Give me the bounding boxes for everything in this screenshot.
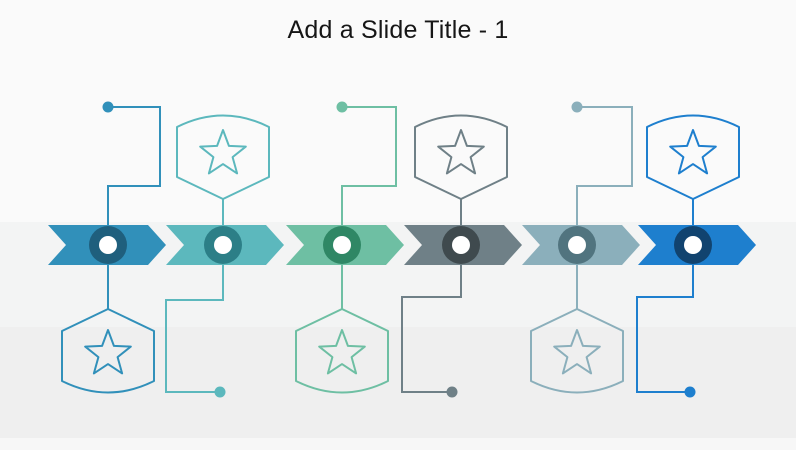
badge-step-2[interactable] bbox=[176, 114, 270, 200]
badge-shield-2 bbox=[176, 114, 270, 200]
badge-step-5[interactable] bbox=[530, 308, 624, 394]
badge-shield-5 bbox=[530, 308, 624, 394]
timeline-endpoint-dot-5 bbox=[571, 101, 583, 113]
connector-elbow-1 bbox=[107, 106, 161, 245]
connector-elbow-4 bbox=[401, 245, 462, 393]
connector-elbow-5 bbox=[576, 106, 633, 245]
step-marker-5[interactable] bbox=[558, 226, 596, 264]
star-icon-6 bbox=[669, 129, 717, 175]
step-marker-core-6 bbox=[684, 236, 702, 254]
page-title: Add a Slide Title - 1 bbox=[287, 16, 509, 44]
timeline-endpoint-dot-6 bbox=[684, 386, 696, 398]
step-marker-core-2 bbox=[214, 236, 232, 254]
step-marker-2[interactable] bbox=[204, 226, 242, 264]
connector-elbow-3 bbox=[341, 106, 397, 245]
badge-step-4[interactable] bbox=[414, 114, 508, 200]
timeline-endpoint-dot-2 bbox=[214, 386, 226, 398]
star-icon-4 bbox=[437, 129, 485, 175]
star-icon-5 bbox=[553, 329, 601, 375]
circle-layer bbox=[89, 226, 712, 264]
step-marker-6[interactable] bbox=[674, 226, 712, 264]
timeline-endpoint-dot-4 bbox=[446, 386, 458, 398]
step-marker-3[interactable] bbox=[323, 226, 361, 264]
star-icon-1 bbox=[84, 329, 132, 375]
connector-elbow-6 bbox=[636, 245, 694, 393]
step-marker-core-1 bbox=[99, 236, 117, 254]
star-icon-3 bbox=[318, 329, 366, 375]
step-marker-core-3 bbox=[333, 236, 351, 254]
badge-shield-6 bbox=[646, 114, 740, 200]
step-marker-core-4 bbox=[452, 236, 470, 254]
connector-elbow-2 bbox=[165, 245, 224, 393]
dot-layer bbox=[102, 101, 696, 398]
badge-step-6[interactable] bbox=[646, 114, 740, 200]
step-marker-4[interactable] bbox=[442, 226, 480, 264]
step-marker-1[interactable] bbox=[89, 226, 127, 264]
badge-step-1[interactable] bbox=[61, 308, 155, 394]
badge-step-3[interactable] bbox=[295, 308, 389, 394]
badge-shield-3 bbox=[295, 308, 389, 394]
star-icon-2 bbox=[199, 129, 247, 175]
step-marker-core-5 bbox=[568, 236, 586, 254]
timeline-endpoint-dot-1 bbox=[102, 101, 114, 113]
badge-layer bbox=[61, 114, 740, 394]
badge-shield-1 bbox=[61, 308, 155, 394]
timeline-endpoint-dot-3 bbox=[336, 101, 348, 113]
chevron-layer bbox=[48, 225, 756, 265]
badge-shield-4 bbox=[414, 114, 508, 200]
